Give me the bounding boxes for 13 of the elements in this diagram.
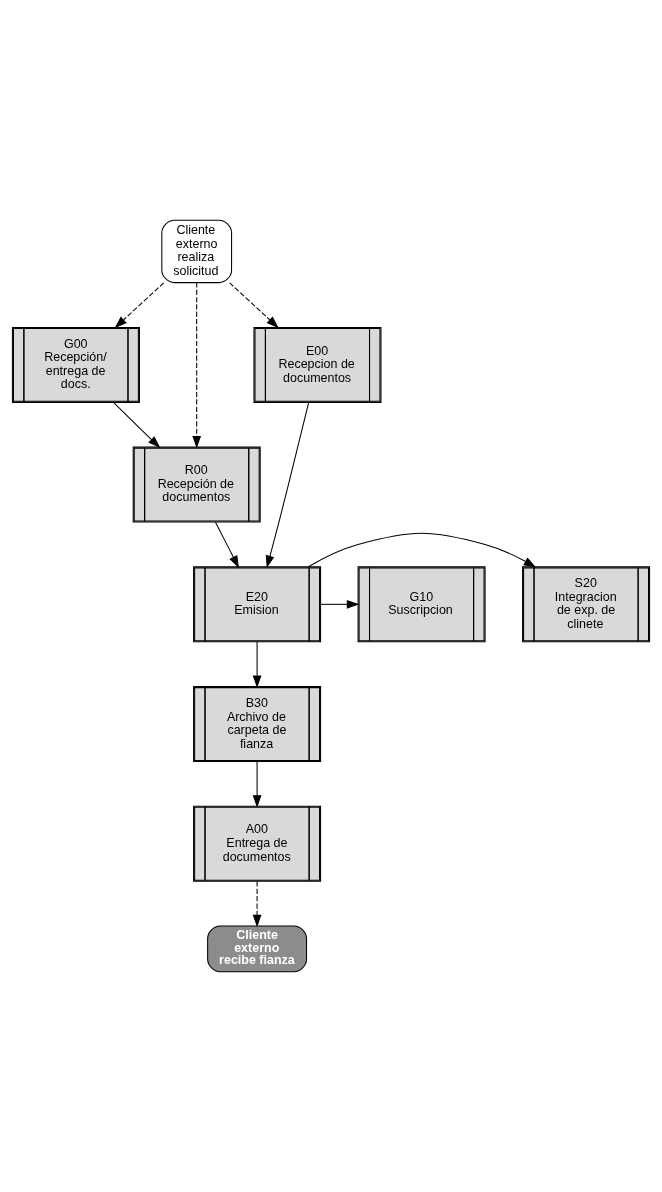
arrow xyxy=(214,521,240,569)
node-box: Cliente externo recibe fianza xyxy=(207,925,308,973)
arrow xyxy=(252,880,262,928)
arrow xyxy=(112,401,161,449)
arrow xyxy=(252,761,262,808)
arrow xyxy=(307,532,537,568)
arrow xyxy=(265,402,310,569)
arrow xyxy=(192,282,202,449)
arrow xyxy=(114,282,165,329)
arrow xyxy=(320,599,360,609)
arrow xyxy=(252,641,262,689)
node-box: Cliente externo realiza solicitud xyxy=(161,219,233,284)
arrow xyxy=(229,282,279,329)
